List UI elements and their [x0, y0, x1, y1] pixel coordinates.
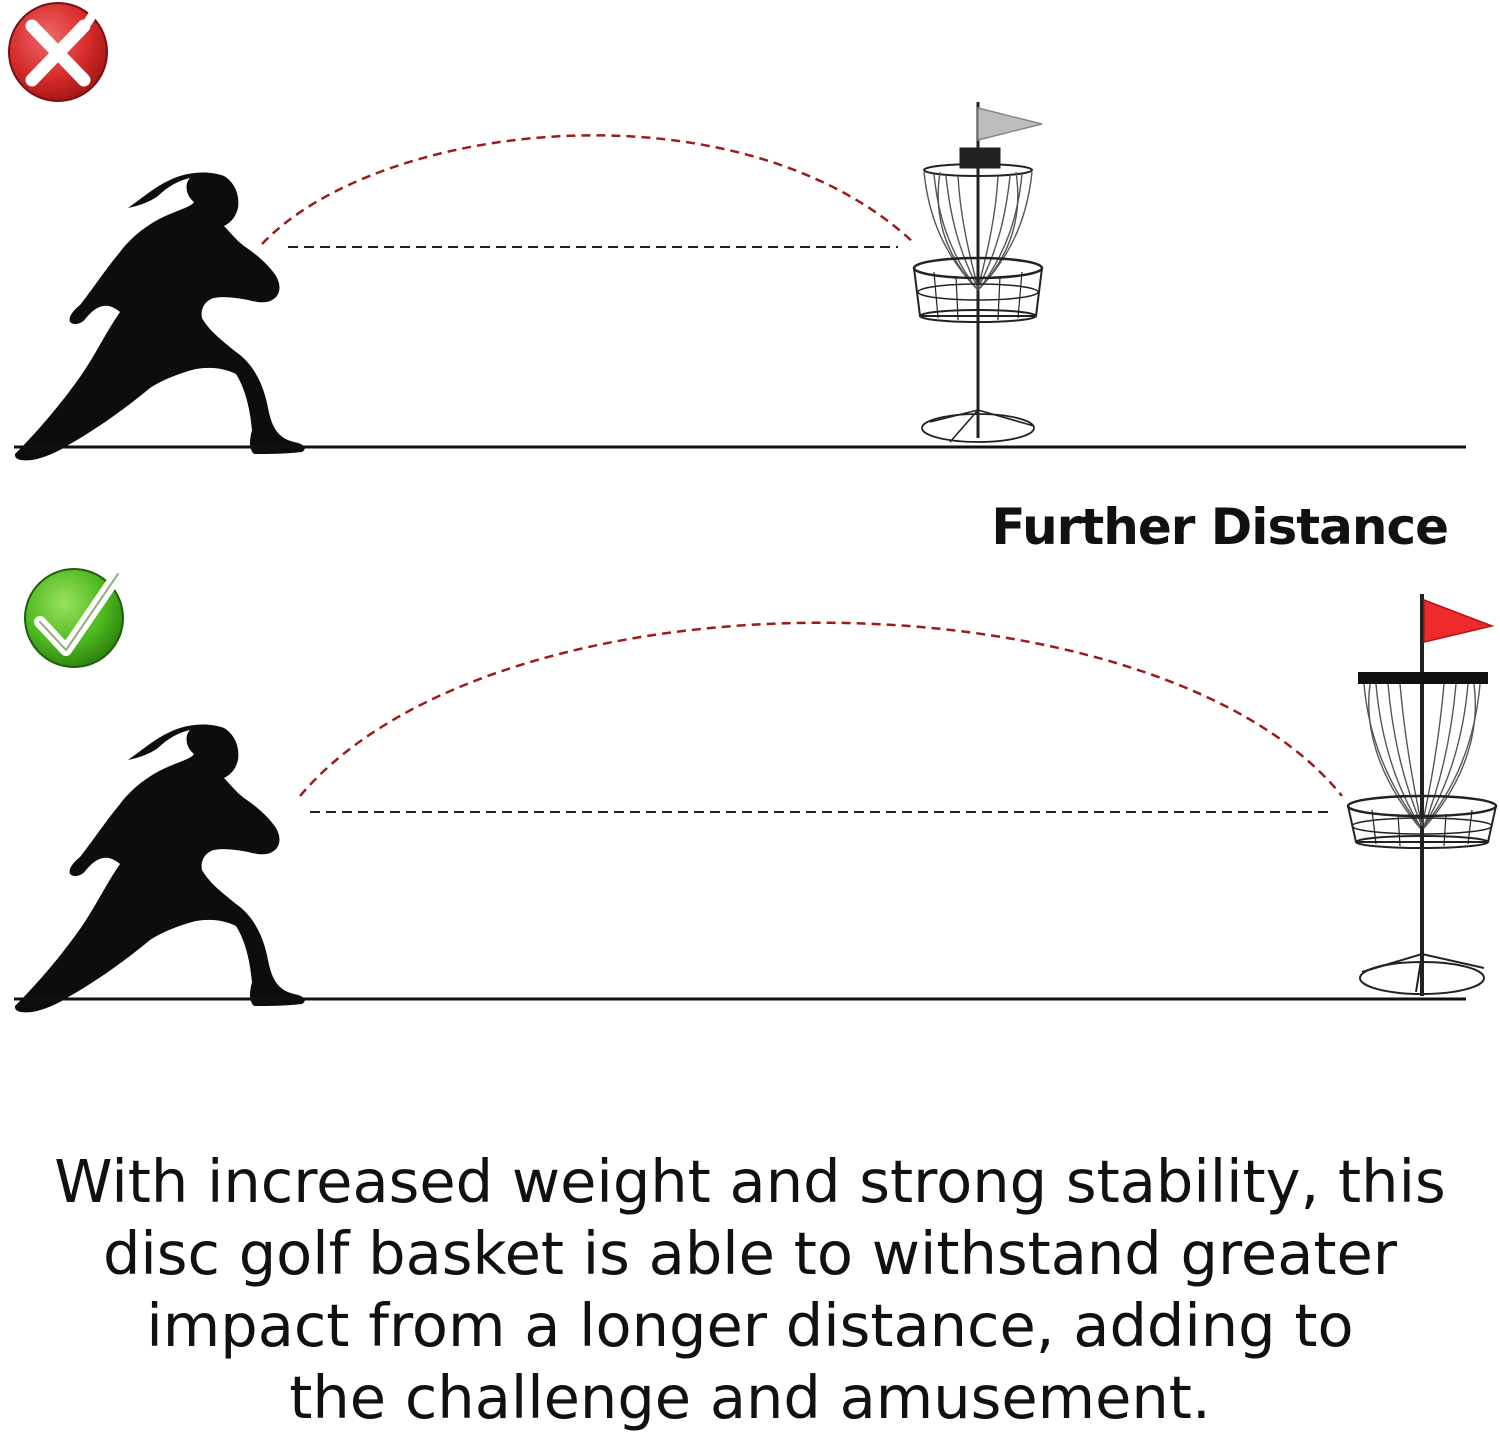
- disc-golf-basket: [912, 102, 1044, 443]
- disc-golf-basket: [1346, 594, 1498, 996]
- caption-line: disc golf basket is able to withstand gr…: [102, 1219, 1398, 1288]
- flight-path-arc: [299, 621, 1343, 797]
- x-mark-icon: [6, 0, 110, 104]
- flag-icon: [977, 107, 1043, 141]
- flight-path-arc: [261, 134, 915, 245]
- wrong-panel: [6, 0, 1466, 461]
- checkmark-icon: [22, 566, 126, 670]
- flag-icon: [1423, 598, 1495, 643]
- right-panel: [14, 566, 1498, 1013]
- thrower-silhouette: [14, 172, 305, 461]
- thrower-silhouette: [14, 724, 305, 1013]
- caption-line: the challenge and amusement.: [289, 1363, 1211, 1432]
- further-distance-label: Further Distance: [991, 498, 1449, 556]
- caption-line: impact from a longer distance, adding to: [146, 1291, 1354, 1360]
- caption-line: With increased weight and strong stabili…: [54, 1147, 1446, 1216]
- caption-text: With increased weight and strong stabili…: [0, 1146, 1500, 1434]
